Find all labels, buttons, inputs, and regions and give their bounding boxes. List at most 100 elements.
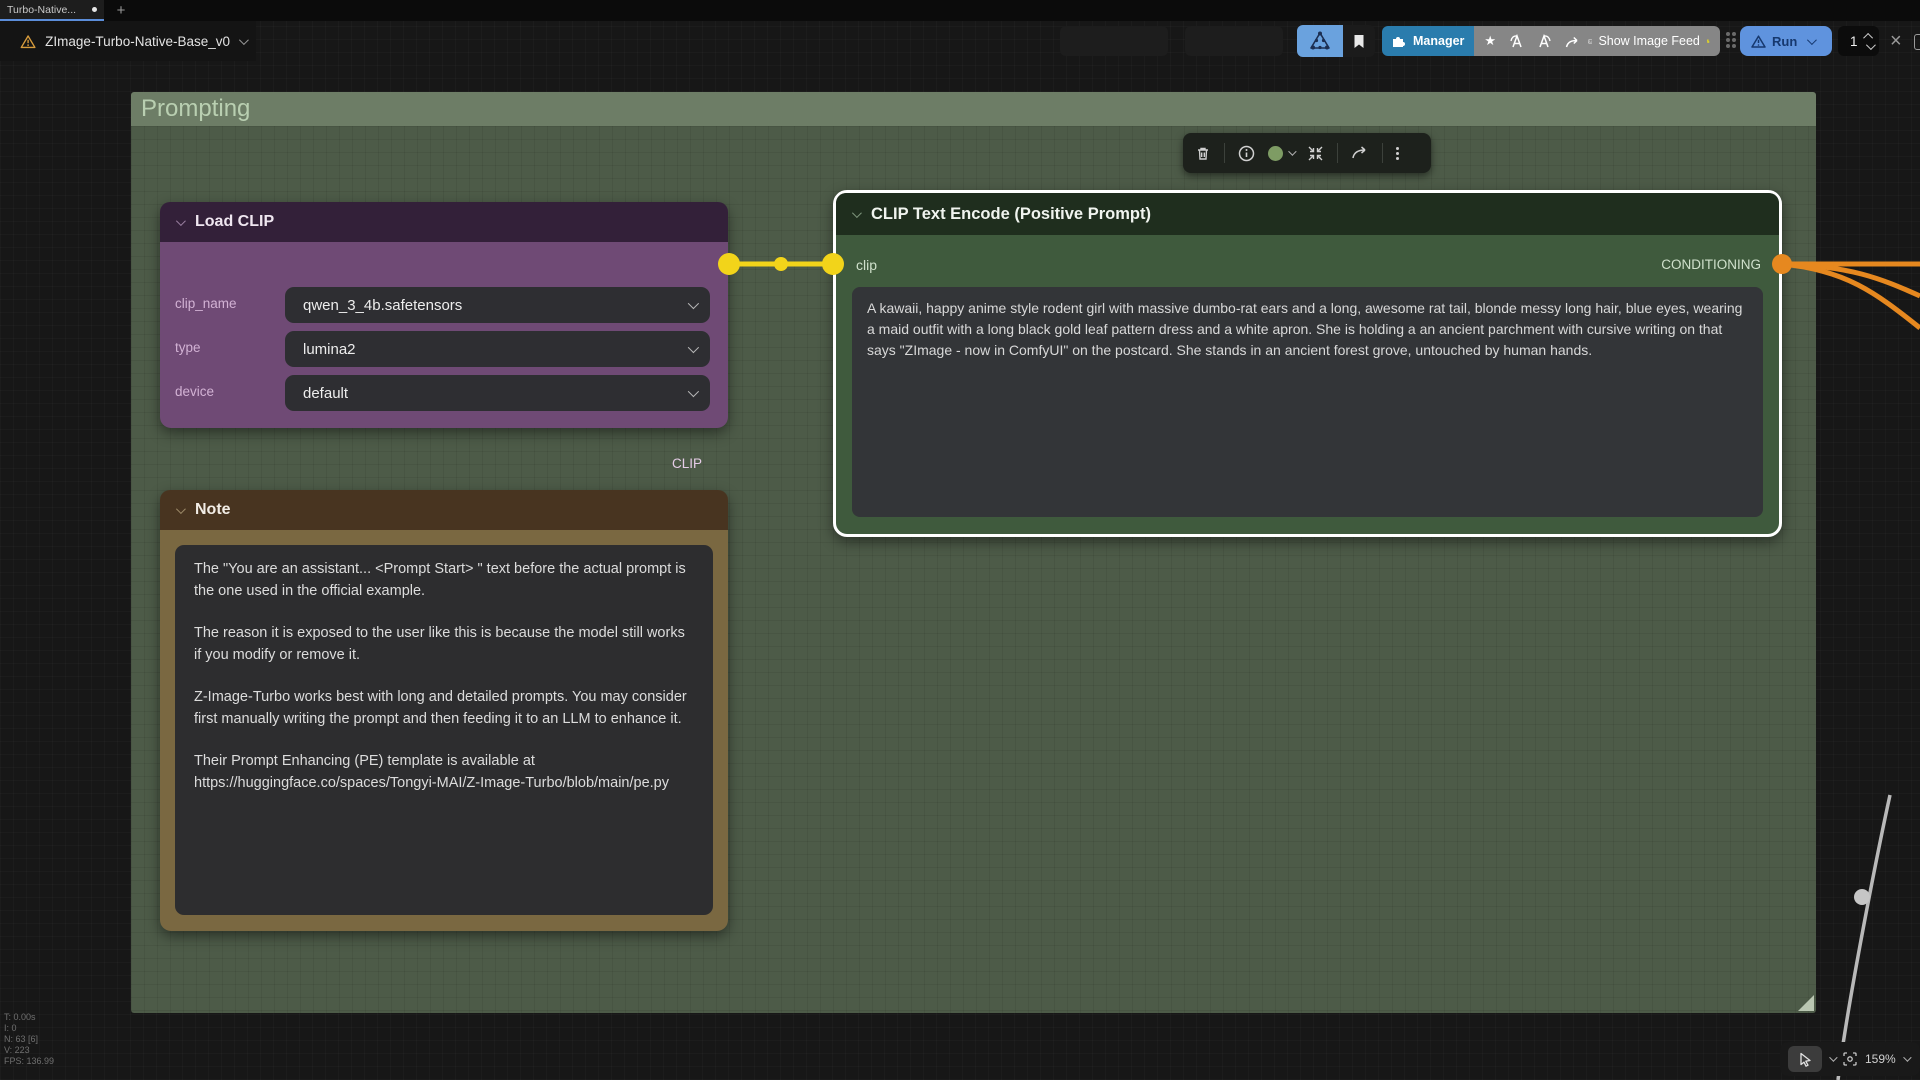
clipped-edge-button[interactable] — [1914, 34, 1920, 50]
close-icon[interactable]: × — [1890, 30, 1902, 52]
clip-name-select[interactable]: qwen_3_4b.safetensors — [285, 287, 710, 323]
node-load-clip-header[interactable]: Load CLIP — [160, 202, 728, 242]
chevron-down-icon[interactable] — [1902, 1053, 1912, 1062]
batch-count-control[interactable]: 1 — [1838, 26, 1879, 56]
toolbar-drag-handle[interactable] — [1726, 32, 1736, 48]
manager-label: Manager — [1413, 34, 1465, 48]
chevron-down-icon — [238, 34, 249, 45]
top-menu-row: ZImage-Turbo-Native-Base_v0 Manager ★ — [0, 21, 1920, 61]
chevron-down-icon — [1807, 34, 1818, 45]
comfy-logo-button[interactable] — [1297, 25, 1343, 57]
chevron-down-icon[interactable] — [1829, 1053, 1838, 1062]
logo-button-group — [1297, 25, 1375, 57]
widget-value: qwen_3_4b.safetensors — [303, 296, 463, 314]
widget-label: clip_name — [175, 296, 237, 311]
collapse-chevron-icon[interactable] — [175, 503, 186, 514]
manager-button-group: Manager ★ — [1382, 26, 1590, 56]
widget-label: device — [175, 384, 215, 399]
info-icon[interactable] — [1238, 145, 1255, 162]
fit-view-button[interactable] — [1842, 1051, 1858, 1067]
widget-device: device default — [160, 375, 728, 411]
node-load-clip[interactable]: Load CLIP CLIP clip_name qwen_3_4b.safet… — [160, 202, 728, 471]
show-image-feed-button[interactable]: Show Image Feed — [1578, 26, 1720, 56]
letter-a-badge-icon[interactable] — [1509, 34, 1524, 48]
bookmark-button[interactable] — [1343, 25, 1375, 57]
bookmark-icon — [1354, 34, 1364, 48]
stat-time: T: 0.00s — [4, 1012, 36, 1022]
puzzle-icon — [1393, 37, 1405, 47]
collapse-chevron-icon[interactable] — [175, 215, 186, 226]
batch-count-value: 1 — [1850, 33, 1858, 49]
run-label: Run — [1772, 33, 1798, 49]
node-clip-text-encode-header[interactable]: CLIP Text Encode (Positive Prompt) — [836, 193, 1779, 235]
node-title: Note — [195, 501, 231, 518]
warning-icon — [20, 34, 36, 48]
group-title-bar[interactable]: Prompting — [131, 92, 1816, 126]
widget-value: default — [303, 384, 349, 402]
note-paragraph: Z-Image-Turbo works best with long and d… — [194, 689, 687, 727]
toolbar-divider — [1382, 143, 1383, 163]
prompt-text: A kawaii, happy anime style rodent girl … — [867, 300, 1743, 358]
node-note[interactable]: Note The "You are an assistant... <Promp… — [160, 490, 728, 931]
batch-count-stepper[interactable] — [1862, 32, 1876, 50]
stat-iterations: I: 0 — [4, 1023, 17, 1033]
inactive-toolbar-group — [1185, 26, 1283, 56]
comfy-logo-icon — [1310, 31, 1330, 50]
collapse-node-icon[interactable] — [1307, 145, 1324, 162]
node-note-header[interactable]: Note — [160, 490, 728, 530]
rerun-icon[interactable] — [1351, 146, 1369, 160]
canvas-controls-panel: 159% — [1780, 1042, 1920, 1076]
zoom-level[interactable]: 159% — [1865, 1052, 1896, 1066]
selected-node-toolbar — [1183, 133, 1431, 173]
star-icon[interactable]: ★ — [1484, 33, 1497, 48]
widget-type: type lumina2 — [160, 331, 728, 367]
input-slot-clip-label: clip — [856, 257, 878, 273]
color-swatch-green — [1268, 145, 1283, 161]
new-workflow-button[interactable]: + — [116, 2, 126, 19]
stat-version: V: 223 — [4, 1045, 30, 1055]
widget-label: type — [175, 340, 201, 355]
run-warning-icon — [1751, 34, 1766, 48]
node-clip-text-encode[interactable]: CLIP Text Encode (Positive Prompt) clip … — [833, 190, 1782, 537]
run-options-button[interactable] — [1803, 26, 1824, 56]
unsaved-indicator-dot — [92, 7, 97, 12]
note-paragraph: Their Prompt Enhancing (PE) template is … — [194, 753, 669, 791]
run-button[interactable]: Run — [1740, 26, 1803, 56]
chevron-down-icon — [687, 297, 700, 310]
workflow-tab[interactable]: Turbo-Native... — [0, 0, 104, 21]
toolbar-divider — [1224, 143, 1225, 163]
note-paragraph: The "You are an assistant... <Prompt Sta… — [194, 561, 686, 599]
group-resize-handle[interactable] — [1798, 995, 1814, 1011]
more-options-icon[interactable] — [1396, 146, 1399, 160]
note-paragraph: The reason it is exposed to the user lik… — [194, 625, 685, 663]
group-title: Prompting — [141, 95, 251, 122]
note-textarea[interactable]: The "You are an assistant... <Prompt Sta… — [175, 545, 713, 915]
device-select[interactable]: default — [285, 375, 710, 411]
type-select[interactable]: lumina2 — [285, 331, 710, 367]
workflow-title: ZImage-Turbo-Native-Base_v0 — [45, 33, 230, 49]
widget-clip-name: clip_name qwen_3_4b.safetensors — [160, 287, 728, 323]
manager-button[interactable]: Manager — [1382, 26, 1475, 56]
letter-a-badge-icon[interactable] — [1537, 34, 1552, 48]
prompt-textarea[interactable]: A kawaii, happy anime style rodent girl … — [852, 287, 1763, 517]
share-arrow-icon[interactable] — [1565, 35, 1579, 48]
collapse-chevron-icon[interactable] — [851, 207, 862, 218]
workflow-title-menu[interactable]: ZImage-Turbo-Native-Base_v0 — [0, 21, 256, 61]
toolbar-divider — [1337, 143, 1338, 163]
tab-bar: Turbo-Native... + — [0, 0, 1920, 21]
tab-title: Turbo-Native... — [7, 3, 77, 16]
output-slot-conditioning-label: CONDITIONING — [1661, 257, 1761, 272]
node-color-picker[interactable] — [1268, 145, 1297, 161]
stat-nodes: N: 63 [6] — [4, 1034, 39, 1044]
delete-node-icon[interactable] — [1195, 145, 1211, 162]
cursor-icon — [1799, 1052, 1811, 1067]
stat-fps: FPS: 136.99 — [4, 1056, 55, 1066]
chick-icon — [1706, 39, 1710, 44]
node-title: Load CLIP — [195, 213, 275, 230]
chevron-down-icon — [687, 341, 700, 354]
cursor-tool-button[interactable] — [1788, 1046, 1822, 1072]
fit-view-icon — [1843, 1052, 1857, 1066]
output-slot-clip-label: CLIP — [671, 456, 702, 471]
canvas-stats: T: 0.00s I: 0 N: 63 [6] V: 223 FPS: 136.… — [4, 1012, 54, 1067]
